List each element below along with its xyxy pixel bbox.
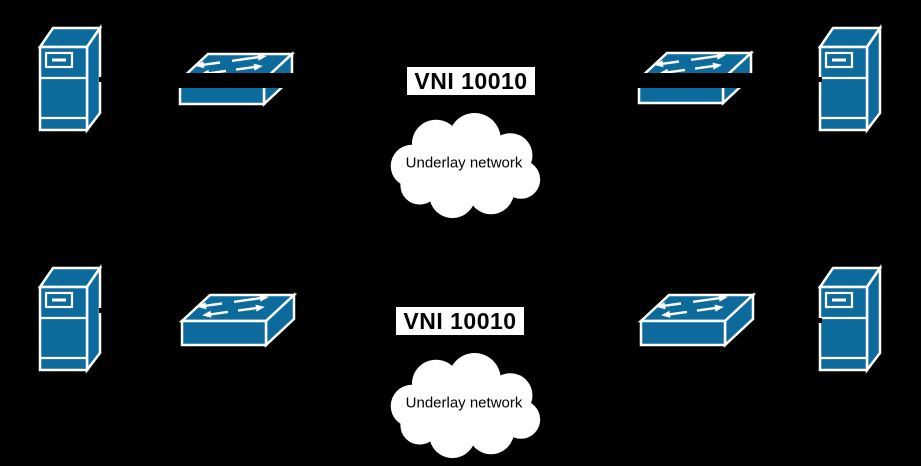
access-link-line bbox=[99, 77, 185, 82]
underlay-cloud: Underlay network bbox=[380, 352, 548, 460]
server-icon bbox=[36, 24, 106, 136]
server-icon bbox=[816, 24, 886, 136]
cloud-label: Underlay network bbox=[405, 154, 523, 172]
cloud-label: Underlay network bbox=[405, 394, 523, 412]
access-link-line bbox=[99, 308, 182, 313]
server-icon bbox=[816, 264, 886, 376]
switch-icon bbox=[178, 291, 298, 349]
server-icon bbox=[36, 264, 106, 376]
underlay-cloud: Underlay network bbox=[380, 112, 548, 220]
access-link-line bbox=[757, 318, 822, 323]
vni-label: VNI 10010 bbox=[407, 67, 535, 95]
switch-icon bbox=[637, 291, 757, 349]
vni-label: VNI 10010 bbox=[396, 307, 524, 335]
